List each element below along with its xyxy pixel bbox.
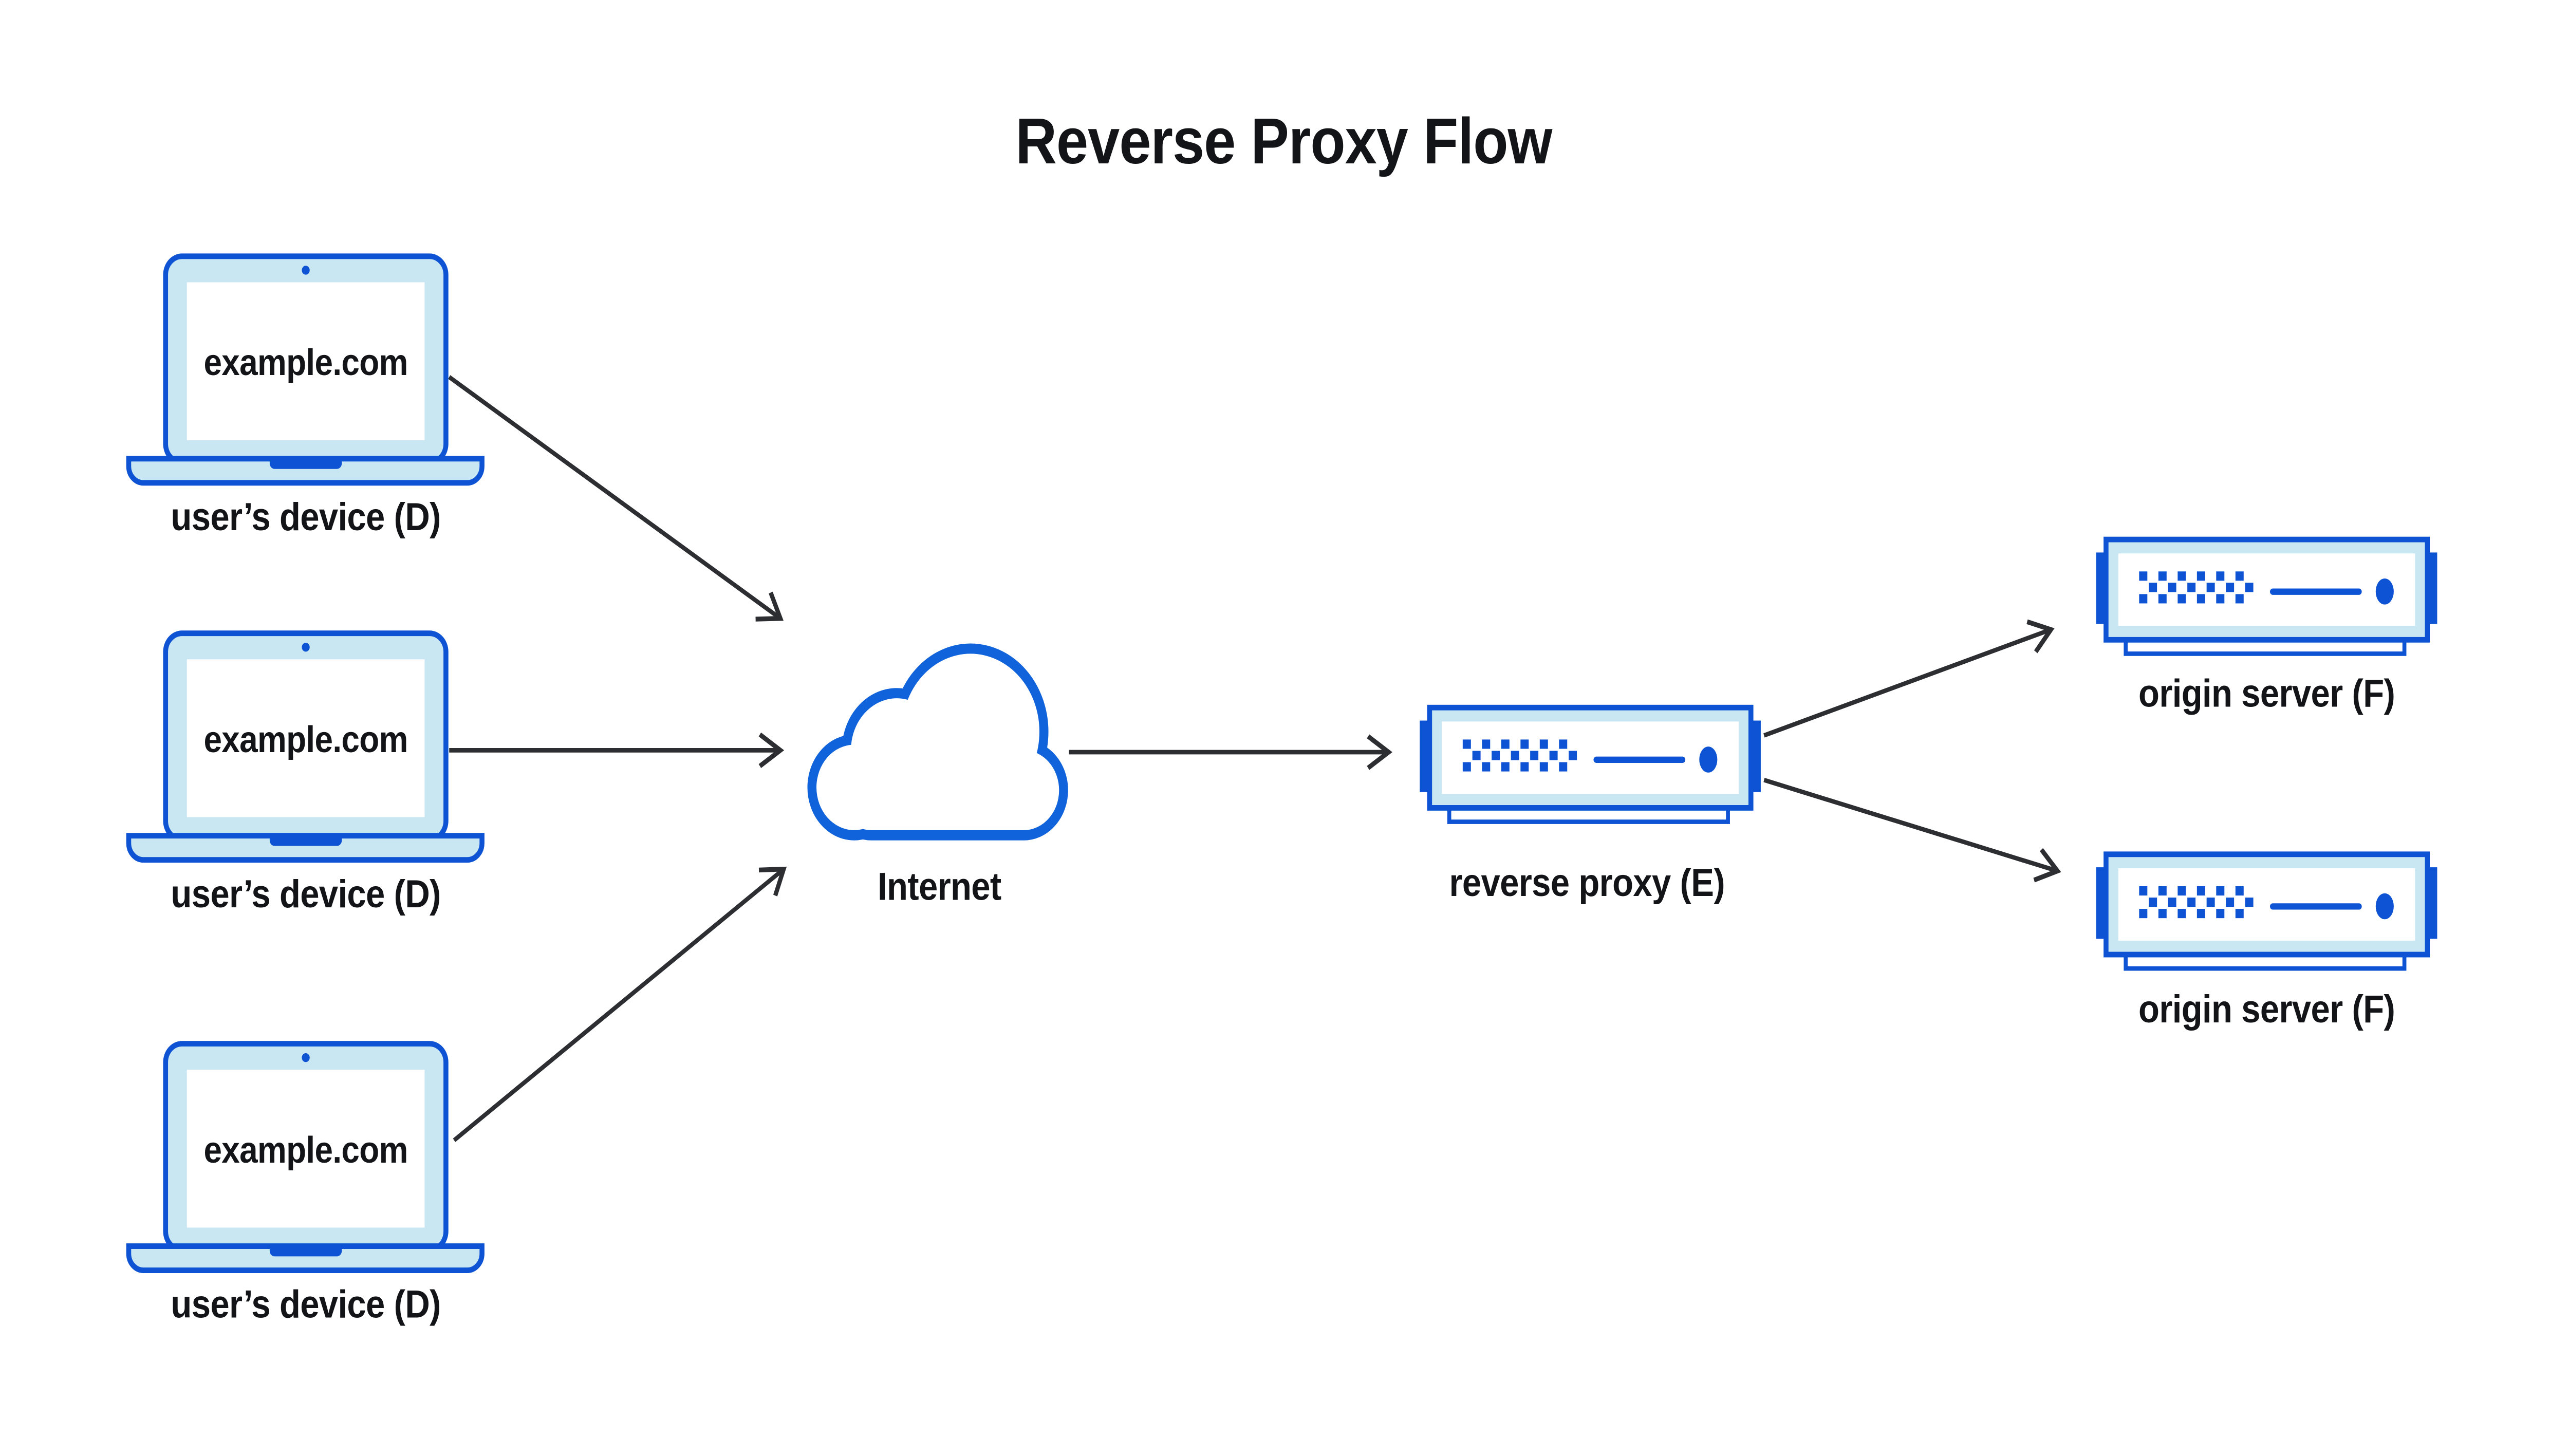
node-user-device-3: example.com user’s device (D) xyxy=(128,1044,482,1327)
node-origin-server-2: origin server (F) xyxy=(2096,854,2437,1031)
reverse-proxy-label: reverse proxy (E) xyxy=(1449,861,1725,905)
device-screen-url: example.com xyxy=(203,719,407,760)
origin-server-label: origin server (F) xyxy=(2138,987,2395,1031)
server-icon xyxy=(2096,539,2437,654)
device-screen-url: example.com xyxy=(203,1129,407,1171)
server-icon xyxy=(2096,854,2437,968)
cloud-icon xyxy=(807,643,1068,841)
device-screen-url: example.com xyxy=(203,342,407,384)
arrow-device3-to-internet xyxy=(453,866,787,1142)
device-label: user’s device (D) xyxy=(171,872,440,916)
server-icon xyxy=(1420,707,1761,822)
node-reverse-proxy: reverse proxy (E) xyxy=(1420,707,1761,905)
arrow-device1-to-internet xyxy=(448,375,784,622)
origin-server-label: origin server (F) xyxy=(2138,672,2395,716)
device-label: user’s device (D) xyxy=(171,1283,440,1327)
node-origin-server-1: origin server (F) xyxy=(2096,539,2437,715)
internet-label: Internet xyxy=(878,865,1001,909)
device-label: user’s device (D) xyxy=(171,495,440,539)
arrow-proxy-to-origin1 xyxy=(1763,619,2055,738)
node-internet: Internet xyxy=(807,643,1068,909)
page-title: Reverse Proxy Flow xyxy=(1015,105,1553,178)
node-user-device-2: example.com user’s device (D) xyxy=(128,633,482,916)
node-user-device-1: example.com user’s device (D) xyxy=(128,256,482,539)
arrow-proxy-to-origin2 xyxy=(1763,778,2061,883)
